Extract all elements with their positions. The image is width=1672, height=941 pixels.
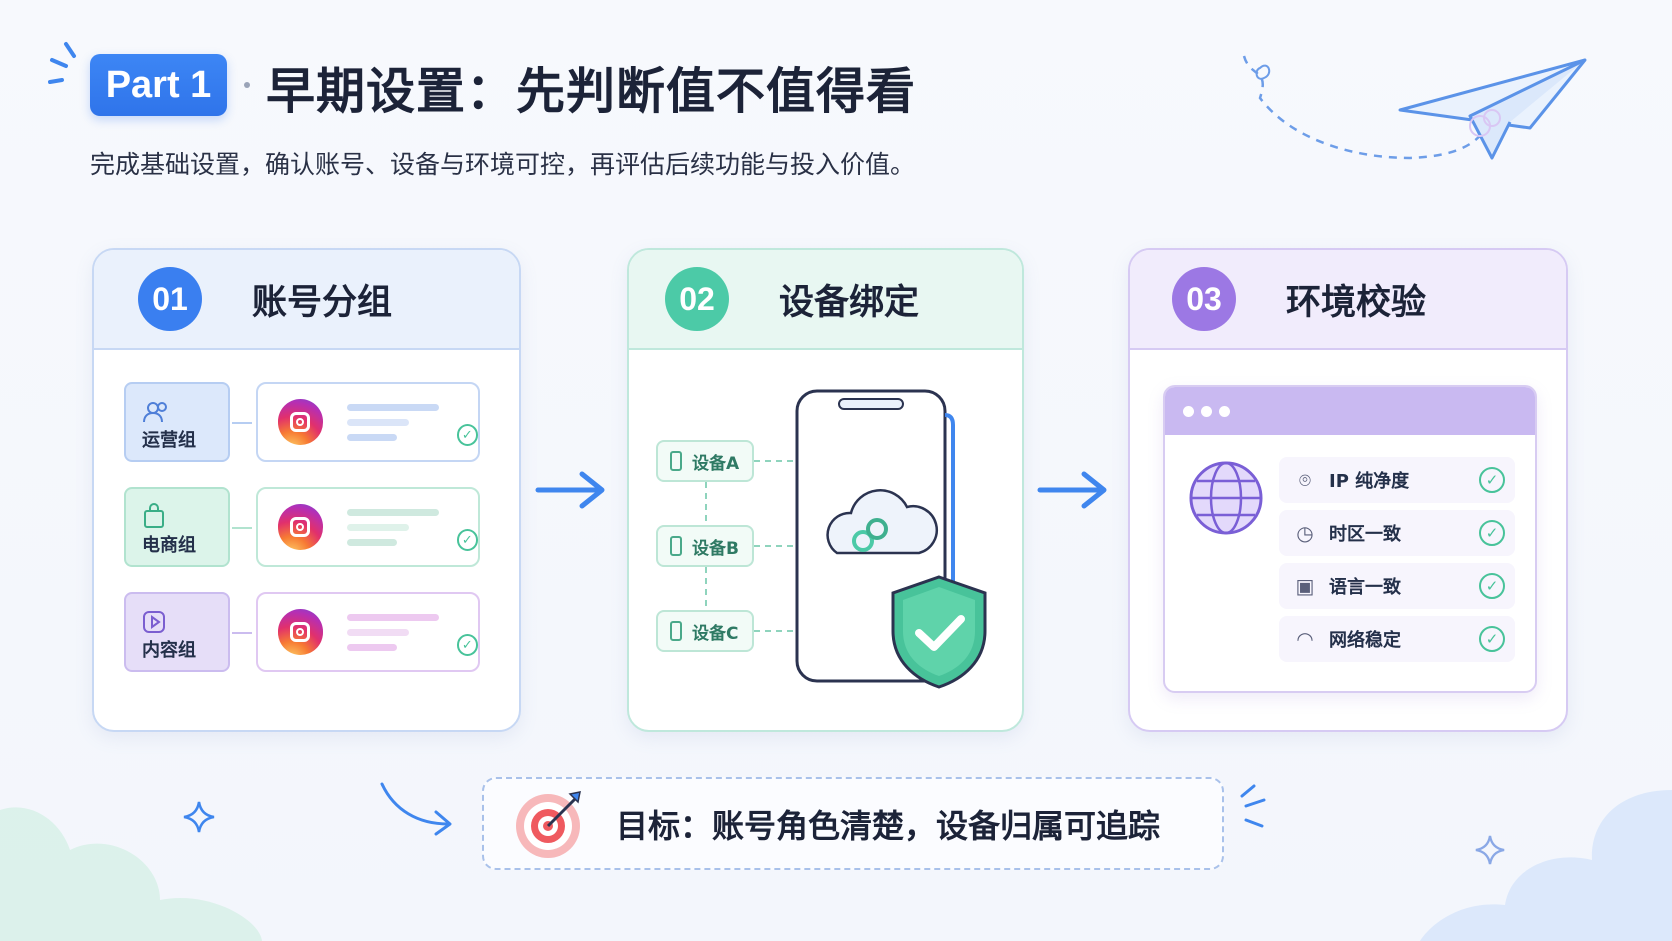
account-card[interactable]: ✓	[256, 487, 480, 567]
card-title: 环境校验	[1286, 282, 1427, 323]
group-folder-ops[interactable]: 运营组	[124, 382, 230, 462]
sparkle-lines-icon	[1240, 784, 1266, 828]
connector	[232, 422, 252, 424]
check-icon: ✓	[456, 424, 478, 446]
cloud-decoration-icon	[1420, 790, 1672, 941]
curved-arrow-icon	[380, 782, 452, 836]
shield-check-icon	[891, 575, 987, 689]
check-icon: ✓	[456, 529, 478, 551]
placeholder-lines	[346, 403, 439, 441]
check-icon: ✓	[456, 634, 478, 656]
account-card[interactable]: ✓	[256, 382, 480, 462]
card-account-grouping: 01 账号分组 运营组 ✓ 电商组 ✓ 内容组 ✓	[92, 248, 521, 732]
check-label: 时区一致	[1329, 524, 1401, 545]
device-connector-lines	[705, 460, 797, 632]
card-header: 03 环境校验	[1130, 250, 1566, 350]
device-item[interactable]: 设备C	[656, 610, 754, 652]
instagram-icon	[278, 399, 323, 445]
group-label: 内容组	[142, 640, 196, 661]
check-icon: ✓	[1479, 626, 1505, 652]
phone-icon	[670, 451, 682, 471]
paper-plane-icon	[1242, 55, 1587, 160]
star-icon	[183, 801, 215, 833]
check-icon: ✓	[1479, 573, 1505, 599]
group-label: 运营组	[142, 430, 196, 451]
check-label: 网络稳定	[1329, 630, 1401, 651]
clock-icon: ◷	[1296, 521, 1314, 545]
arrow-right-icon	[1037, 471, 1107, 509]
page-title: 早期设置：先判断值不值得看	[266, 63, 917, 120]
title-dot	[244, 82, 250, 88]
shopping-bag-icon	[144, 503, 164, 528]
card-environment-check: 03 环境校验 ⌾ IP 纯净度 ✓ ◷ 时区一致 ✓ ▣ 语言一致 ✓ ◠ 网…	[1128, 248, 1568, 732]
placeholder-lines	[346, 508, 439, 546]
translate-icon: ▣	[1295, 574, 1315, 598]
card-title: 设备绑定	[779, 282, 920, 323]
card-device-binding: 02 设备绑定 设备A 设备B 设备C	[627, 248, 1024, 732]
step-number: 02	[665, 267, 729, 331]
phone-icon	[670, 621, 682, 641]
arrow-right-icon	[535, 471, 605, 509]
device-label: 设备A	[692, 453, 740, 474]
group-folder-content[interactable]: 内容组	[124, 592, 230, 672]
globe-icon	[1189, 461, 1263, 535]
instagram-icon	[278, 504, 323, 550]
check-row-timezone: ◷ 时区一致 ✓	[1279, 510, 1515, 556]
star-icon	[1475, 835, 1505, 865]
check-row-network: ◠ 网络稳定 ✓	[1279, 616, 1515, 662]
step-number: 01	[138, 267, 202, 331]
check-row-language: ▣ 语言一致 ✓	[1279, 563, 1515, 609]
check-icon: ✓	[1479, 520, 1505, 546]
connector	[232, 632, 252, 634]
check-row-ip: ⌾ IP 纯净度 ✓	[1279, 457, 1515, 503]
group-folder-ecommerce[interactable]: 电商组	[124, 487, 230, 567]
location-pin-icon: ⌾	[1299, 468, 1311, 492]
connector	[232, 527, 252, 529]
check-label: IP 纯净度	[1329, 471, 1410, 492]
goal-text: 目标：账号角色清楚，设备归属可追踪	[616, 806, 1161, 845]
check-label: 语言一致	[1329, 577, 1401, 598]
browser-titlebar	[1165, 387, 1535, 435]
device-label: 设备C	[692, 623, 739, 644]
wifi-icon: ◠	[1296, 627, 1314, 651]
page-subtitle: 完成基础设置，确认账号、设备与环境可控，再评估后续功能与投入价值。	[90, 150, 916, 179]
device-label: 设备B	[692, 538, 739, 559]
card-header: 01 账号分组	[94, 250, 519, 350]
check-icon: ✓	[1479, 467, 1505, 493]
users-icon	[143, 402, 167, 423]
sparkle-lines-icon	[48, 42, 76, 84]
step-number: 03	[1172, 267, 1236, 331]
group-label: 电商组	[142, 535, 196, 556]
device-item[interactable]: 设备A	[656, 440, 754, 482]
card-header: 02 设备绑定	[629, 250, 1022, 350]
card-title: 账号分组	[252, 282, 393, 323]
account-card[interactable]: ✓	[256, 592, 480, 672]
device-item[interactable]: 设备B	[656, 525, 754, 567]
part-badge: Part 1	[90, 54, 227, 116]
phone-icon	[670, 536, 682, 556]
play-icon	[143, 611, 165, 633]
placeholder-lines	[346, 613, 439, 651]
browser-window: ⌾ IP 纯净度 ✓ ◷ 时区一致 ✓ ▣ 语言一致 ✓ ◠ 网络稳定 ✓	[1163, 385, 1537, 693]
instagram-icon	[278, 609, 323, 655]
goal-box: 目标：账号角色清楚，设备归属可追踪	[482, 777, 1224, 870]
target-icon	[516, 790, 581, 858]
cloud-decoration-icon	[0, 807, 262, 941]
